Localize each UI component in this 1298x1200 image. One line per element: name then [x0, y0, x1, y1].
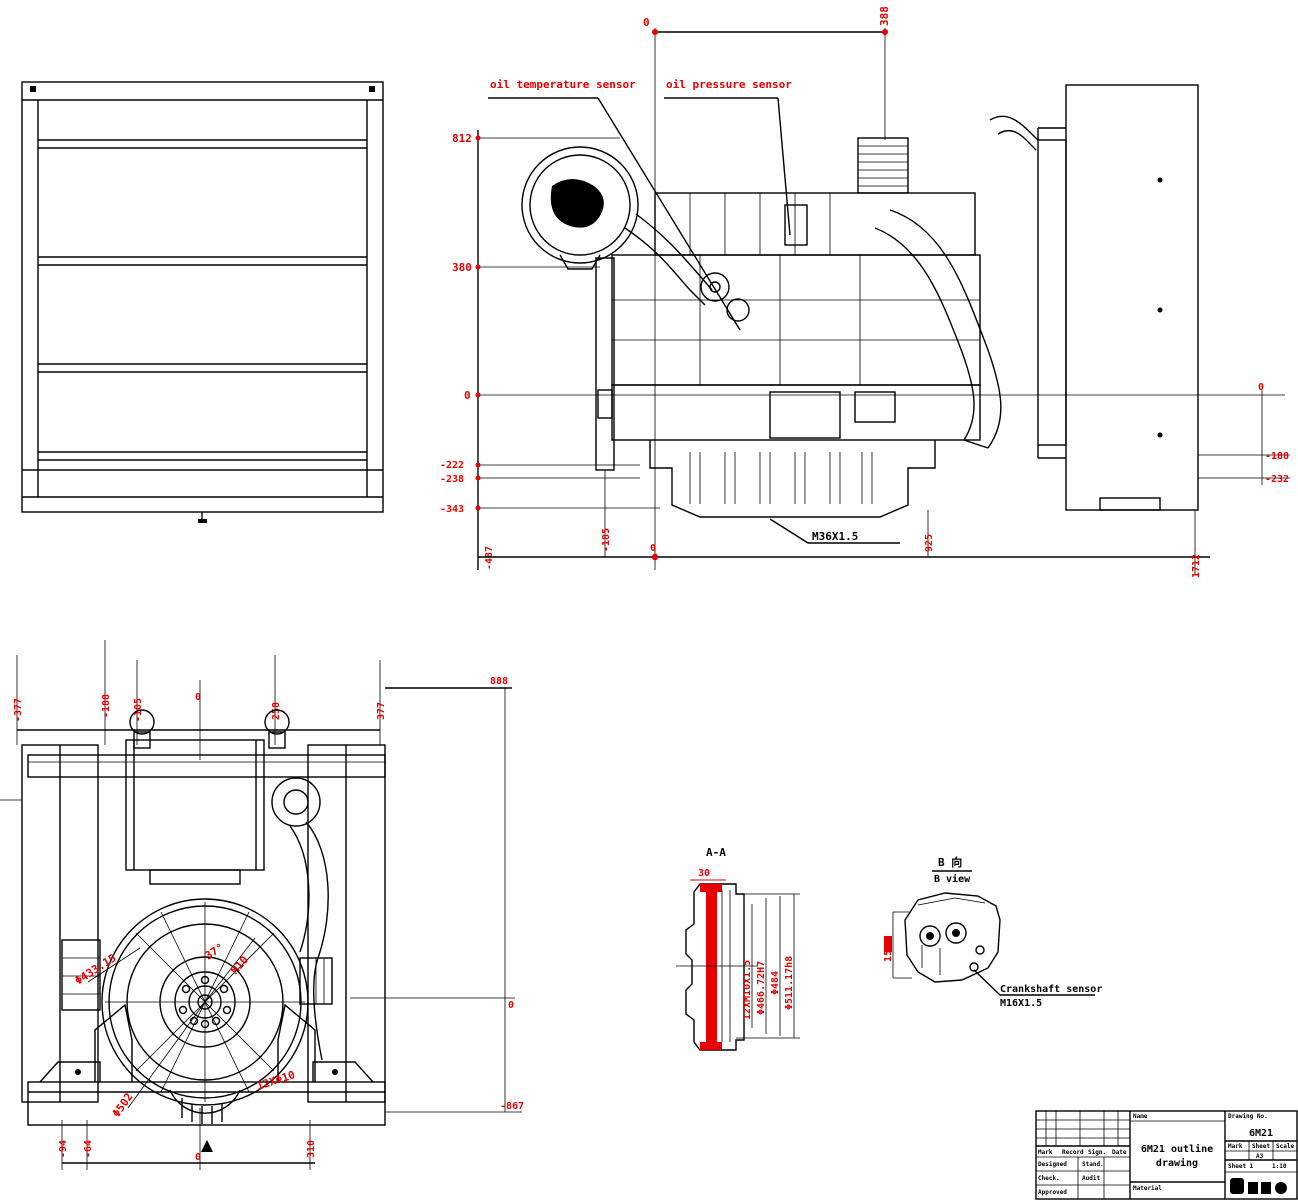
b-view-title-cn: B 向: [938, 855, 962, 869]
row-designed: Designed: [1038, 1161, 1067, 1168]
rev-col-sign: Sign.: [1088, 1149, 1106, 1156]
dim-left-238: -238: [440, 474, 464, 485]
fdim-top-2: -188: [101, 694, 112, 718]
company-logo: [1230, 1178, 1287, 1194]
b-view: B 向 B view 152 Crankshaft sensor M16X1.5: [883, 855, 1102, 1009]
section-a-a: A-A 30 12XM10X1.5 Φ466.72H7 Φ484 Φ511.17…: [676, 846, 800, 1051]
meta-sheet-no: Sheet 1: [1228, 1163, 1254, 1170]
row-approved: Approved: [1038, 1189, 1067, 1196]
rev-col-record: Record: [1062, 1149, 1084, 1156]
section-arrow-a: [201, 1140, 213, 1152]
fdim-right-888: 888: [490, 676, 508, 687]
dim-right-188: -188: [1265, 451, 1289, 462]
crankshaft-sensor-thread: M16X1.5: [1000, 998, 1042, 1009]
drawing-no-value: 6M21: [1249, 1128, 1273, 1139]
b-dim-left: 152: [883, 944, 894, 962]
name-label: Name: [1133, 1113, 1148, 1120]
dim-top-right: 388: [878, 6, 891, 26]
aa-dim-d3: Φ511.17h8: [784, 956, 795, 1010]
oil-pressure-sensor-label: oil pressure sensor: [666, 78, 792, 91]
fdim-base-right: -867: [500, 1101, 524, 1112]
dim-left-343: -343: [440, 504, 464, 515]
dim-left-487: -487: [484, 546, 495, 570]
drawing-name-line1: 6M21 outline: [1141, 1143, 1213, 1155]
corner-bolt-right: [369, 86, 375, 92]
radiator-assembly: [989, 84, 1199, 511]
dim-bottom-185: -185: [601, 528, 612, 552]
aa-dim-d1: Φ466.72H7: [756, 961, 767, 1015]
b-view-title-en: B view: [934, 873, 971, 885]
dim-bottom-0: 0: [650, 543, 656, 554]
radiator-panel-view: [21, 81, 384, 523]
rev-col-mark: Mark: [1038, 1149, 1053, 1156]
hub-label: M10: [228, 953, 251, 977]
row-check: Check.: [1038, 1175, 1060, 1182]
drain-plug-label: M36X1.5: [812, 530, 858, 543]
dim-top-left: 0: [643, 16, 650, 29]
fdim-top-6: 377: [376, 702, 387, 720]
radiator-core-left: [21, 744, 99, 1103]
oil-temperature-sensor-label: oil temperature sensor: [490, 78, 636, 91]
dim-bottom-925: 925: [924, 534, 935, 552]
b-view-part-outline: [904, 892, 1001, 983]
rev-col-date: Date: [1112, 1149, 1127, 1156]
base-frame: [27, 1061, 386, 1126]
crankshaft-sensor-label: Crankshaft sensor: [1000, 984, 1102, 995]
meta-sheet: Sheet: [1252, 1143, 1270, 1150]
fdim-bot-3: 0: [195, 1152, 201, 1163]
air-filter: [521, 146, 713, 306]
dim-left-812: 812: [452, 132, 472, 145]
row-audit: Audit: [1082, 1175, 1100, 1182]
fdim-top-5: 258: [271, 702, 282, 720]
drawing-name-line2: drawing: [1156, 1157, 1198, 1169]
fdim-right-0: 0: [508, 1000, 514, 1011]
dim-left-222: -222: [440, 460, 464, 471]
dim-bottom-1712: 1712: [1191, 554, 1202, 578]
damper-bottom: [169, 1089, 241, 1152]
dim-right-232: -232: [1265, 474, 1289, 485]
meta-mark: Mark: [1228, 1143, 1243, 1150]
engine-front-view: -377 -188 -105 0 258 377 888 0 -867 -94 …: [0, 640, 524, 1170]
meta-scale-value: 1:10: [1272, 1163, 1287, 1170]
engine-block: [595, 192, 981, 471]
meta-sheet-size: A3: [1256, 1153, 1264, 1160]
drawing-no-label: Drawing No.: [1228, 1113, 1268, 1120]
row-stand: Stand.: [1082, 1161, 1104, 1168]
charge-air-pipe: [874, 209, 1002, 449]
fdim-bot-1: -94: [58, 1140, 69, 1158]
exhaust-bellows: [857, 137, 909, 194]
title-block: Mark Record Sign. Date Designed Stand. C…: [1035, 1110, 1298, 1200]
bolt-circle-label: 12XΦ10: [255, 1068, 297, 1093]
aa-dim-bolts: 12XM10X1.5: [742, 960, 753, 1020]
engine-side-view: 0 388 812 380 0 -222 -238 -343 -487 -18: [440, 6, 1290, 578]
housing-dia-label: Φ502: [110, 1091, 136, 1120]
engine-mounts: [61, 939, 316, 1082]
dim-right-0: 0: [1258, 382, 1264, 393]
radiator-core-right: [307, 744, 386, 1103]
angle-label: 37°: [203, 941, 227, 963]
aa-dim-d2: Φ484: [770, 971, 781, 995]
dim-left-0: 0: [464, 389, 471, 402]
air-cleaner-front: [125, 739, 265, 885]
fdim-top-1: -377: [13, 698, 24, 722]
fdim-top-4: 0: [195, 692, 201, 703]
b-dim-marker: [884, 936, 892, 952]
lifting-hook-right: [264, 709, 290, 749]
aa-dim-width: 30: [698, 868, 710, 879]
dim-left-380: 380: [452, 261, 472, 274]
oil-pan: [649, 440, 936, 518]
section-title: A-A: [706, 846, 726, 859]
crank-pulley: [101, 898, 309, 1106]
material-label: Material: [1133, 1185, 1162, 1192]
corner-bolt-left: [30, 86, 36, 92]
fdim-bot-2: -64: [83, 1140, 94, 1158]
meta-scale: Scale: [1276, 1143, 1294, 1150]
fdim-bot-4: 310: [306, 1140, 317, 1158]
